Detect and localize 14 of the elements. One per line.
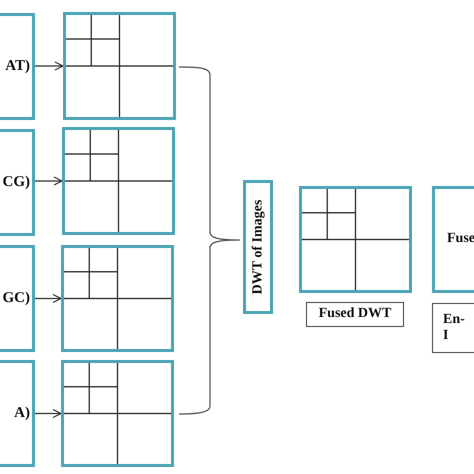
arrow — [35, 61, 64, 71]
arrow — [35, 294, 62, 304]
node-text: A) — [14, 404, 31, 422]
node-text: GC) — [2, 290, 31, 308]
image-box — [243, 180, 273, 314]
caption-box — [306, 302, 404, 327]
node-text: AT) — [5, 58, 31, 76]
node-text: Fused DWT — [318, 306, 392, 323]
node-text: CG) — [2, 174, 31, 192]
arrow — [35, 176, 63, 186]
node-text: En- — [442, 312, 465, 328]
node-text: DWT of Images — [250, 200, 266, 294]
arrow — [35, 408, 62, 418]
node-text: I — [442, 328, 448, 344]
